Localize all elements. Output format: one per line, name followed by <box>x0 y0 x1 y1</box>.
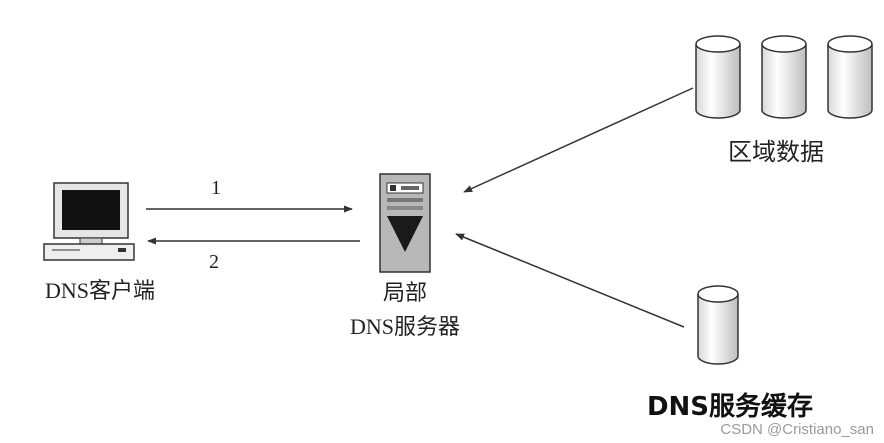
server-icon <box>379 173 431 273</box>
computer-icon <box>43 182 135 261</box>
cache-cylinder-icon <box>697 285 739 365</box>
zone-data-arrow <box>463 87 694 193</box>
cache-label: DNS服务缓存 <box>647 391 813 422</box>
server-label-line2: DNS服务器 <box>350 314 460 339</box>
watermark: CSDN @Cristiano_san <box>720 421 874 438</box>
database-cylinder-icon <box>761 35 807 119</box>
arrow-2-label: 2 <box>209 251 219 273</box>
database-cylinder-icon <box>695 35 741 119</box>
server-label-line1: 局部 <box>383 280 427 305</box>
client-label: DNS客户端 <box>45 278 155 303</box>
arrow-1-label: 1 <box>211 177 221 199</box>
zone-data-label: 区域数据 <box>728 139 824 166</box>
database-cylinder-icon <box>827 35 873 119</box>
cache-arrow <box>455 233 685 328</box>
